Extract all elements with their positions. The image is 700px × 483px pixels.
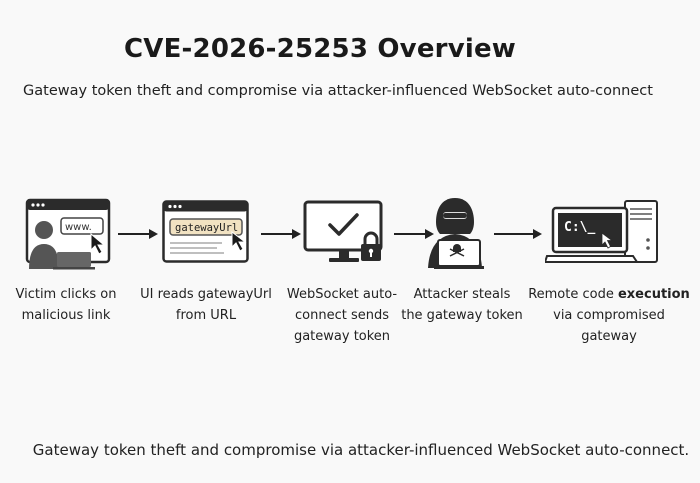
step-1-caption-line-1: Victim clicks on xyxy=(15,287,117,302)
hacker-laptop-icon xyxy=(428,198,484,269)
step-4-caption: Attacker steals the gateway token xyxy=(400,284,524,326)
footer-caption: Gateway token theft and compromise via a… xyxy=(32,441,690,459)
step-2-caption: UI reads gatewayUrl from URL xyxy=(137,284,275,326)
step-3-caption-line-1: WebSocket auto- xyxy=(286,287,398,302)
step-3-caption-line-3: gateway token xyxy=(293,329,391,344)
flow-arrow-3 xyxy=(394,229,434,239)
step-1-caption-line-2: malicious link xyxy=(21,308,111,323)
step-4-caption-line-2: the gateway token xyxy=(401,308,523,323)
gateway-url-text: gatewayUrl xyxy=(175,222,238,234)
flow-arrow-1 xyxy=(118,229,158,239)
step-2-caption-line-1: UI reads gatewayUrl xyxy=(140,287,272,302)
page-title: CVE-2026-25253 Overview xyxy=(123,34,517,64)
step-3-caption-line-2: connect sends xyxy=(295,308,389,323)
step-1-caption: Victim clicks on malicious link xyxy=(5,284,127,326)
step-5-caption-bold: execution xyxy=(617,287,690,302)
step-5-caption-line-2: via compromised gateway xyxy=(553,308,665,344)
page-subtitle: Gateway token theft and compromise via a… xyxy=(23,83,653,99)
step-5-caption-pre: Remote code xyxy=(528,287,618,302)
victim-browser-icon: www. xyxy=(25,198,111,270)
flow-arrow-4 xyxy=(494,229,542,239)
step-5-caption-line-1: Remote code execution xyxy=(524,284,694,305)
computer-terminal-icon: C:\_ xyxy=(545,200,658,263)
step-4-caption-line-1: Attacker steals xyxy=(413,287,511,302)
step-2-caption-line-2: from URL xyxy=(175,308,237,323)
terminal-prompt-text: C:\_ xyxy=(564,220,595,235)
step-3-caption: WebSocket auto- connect sends gateway to… xyxy=(283,284,401,347)
flow-arrow-2 xyxy=(261,229,301,239)
monitor-lock-icon xyxy=(303,200,383,262)
browser-url-icon: gatewayUrl xyxy=(162,200,249,263)
step-5-caption: Remote code execution via compromised ga… xyxy=(524,284,694,347)
victim-url-text: www. xyxy=(65,222,92,233)
